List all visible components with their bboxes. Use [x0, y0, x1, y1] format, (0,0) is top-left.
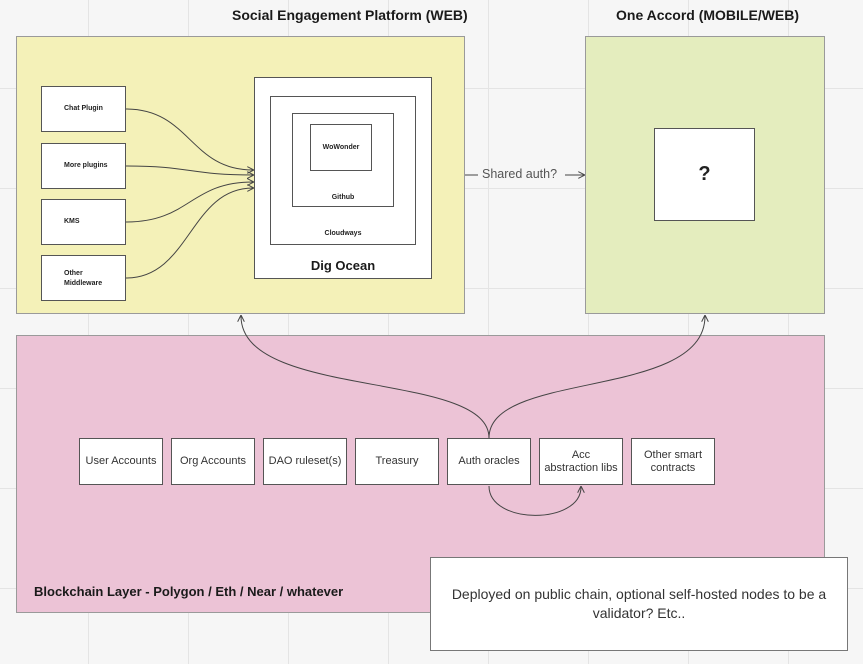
social-platform-heading: Social Engagement Platform (WEB) — [232, 7, 468, 23]
note-box[interactable]: Deployed on public chain, optional self-… — [430, 557, 848, 651]
blockchain-title: Blockchain Layer - Polygon / Eth / Near … — [34, 584, 344, 599]
contract-org-accounts[interactable]: Org Accounts — [171, 438, 255, 485]
github-label: Github — [331, 194, 355, 201]
shared-auth-label: Shared auth? — [482, 167, 558, 181]
plugin-chat[interactable]: Chat Plugin — [41, 86, 126, 132]
contract-treasury[interactable]: Treasury — [355, 438, 439, 485]
contract-user-accounts[interactable]: User Accounts — [79, 438, 163, 485]
wowonder-box[interactable]: WoWonder — [310, 124, 372, 171]
one-accord-heading: One Accord (MOBILE/WEB) — [616, 7, 800, 23]
plugin-kms[interactable]: KMS — [41, 199, 126, 245]
contract-acc-abstraction-libs[interactable]: Acc abstraction libs — [539, 438, 623, 485]
wowonder-label: WoWonder — [322, 144, 360, 151]
plugin-more[interactable]: More plugins — [41, 143, 126, 189]
plugin-label: KMS — [64, 218, 80, 225]
contract-auth-oracles[interactable]: Auth oracles — [447, 438, 531, 485]
contract-dao-ruleset[interactable]: DAO ruleset(s) — [263, 438, 347, 485]
plugin-label: Other Middleware — [64, 270, 103, 287]
unknown-box[interactable]: ? — [654, 128, 755, 221]
contract-other-smart-contracts[interactable]: Other smart contracts — [631, 438, 715, 485]
plugin-label: Chat Plugin — [64, 105, 103, 112]
plugin-label: More plugins — [64, 162, 108, 169]
plugin-other-middleware[interactable]: Other Middleware — [41, 255, 126, 301]
cloudways-label: Cloudways — [324, 230, 362, 237]
dig-ocean-label: Dig Ocean — [310, 258, 376, 273]
